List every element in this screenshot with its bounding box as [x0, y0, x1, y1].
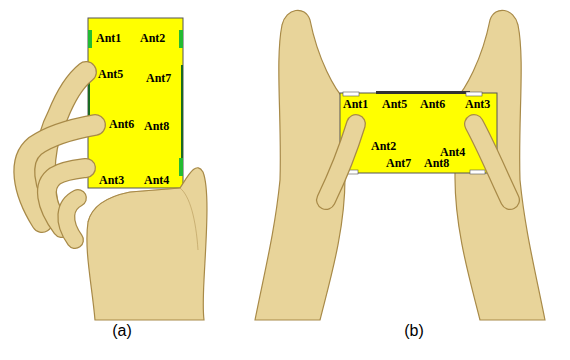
antenna-tab — [343, 92, 359, 96]
hands-b — [255, 10, 545, 320]
antenna-label: Ant8 — [424, 157, 449, 170]
antenna-strip — [181, 65, 183, 170]
palm-crease — [88, 188, 198, 250]
antenna-tab — [470, 170, 485, 174]
antenna-label: Ant1 — [343, 98, 368, 111]
panel-label: (a) — [112, 322, 132, 340]
hand-a — [24, 18, 207, 320]
thumb — [326, 124, 356, 200]
thumb — [474, 124, 510, 200]
panel-label: (b) — [404, 322, 424, 340]
finger-outline — [66, 198, 78, 240]
antenna-strip — [376, 91, 470, 94]
antenna-label: Ant4 — [144, 174, 169, 187]
antenna-label: Ant2 — [140, 32, 165, 45]
thumb-outline — [326, 124, 356, 200]
antenna-label: Ant7 — [146, 72, 171, 85]
antenna-tab — [466, 92, 482, 96]
antenna-label: Ant3 — [99, 174, 124, 187]
antenna-label: Ant8 — [144, 120, 169, 133]
antenna-label: Ant3 — [465, 98, 490, 111]
thumb-outline — [474, 124, 510, 200]
palm — [87, 168, 207, 320]
antenna-label: Ant6 — [109, 118, 134, 131]
antenna-label: Ant7 — [386, 157, 411, 170]
phone-handset: Ant1Ant5Ant6Ant3Ant2Ant4Ant7Ant8 — [340, 93, 497, 173]
antenna-label: Ant5 — [98, 68, 123, 81]
phone-body — [88, 18, 183, 188]
antenna-strip — [179, 158, 183, 176]
antenna-label: Ant5 — [382, 98, 407, 111]
finger — [66, 198, 78, 240]
antenna-label: Ant2 — [371, 140, 396, 153]
antenna-strip — [88, 30, 92, 48]
antenna-strip — [179, 30, 183, 48]
phone-handset: Ant1 Ant2Ant5 Ant7Ant6 Ant8Ant3 Ant4 — [88, 18, 183, 188]
antenna-label: Ant1 — [96, 32, 121, 45]
antenna-label: Ant6 — [420, 98, 445, 111]
